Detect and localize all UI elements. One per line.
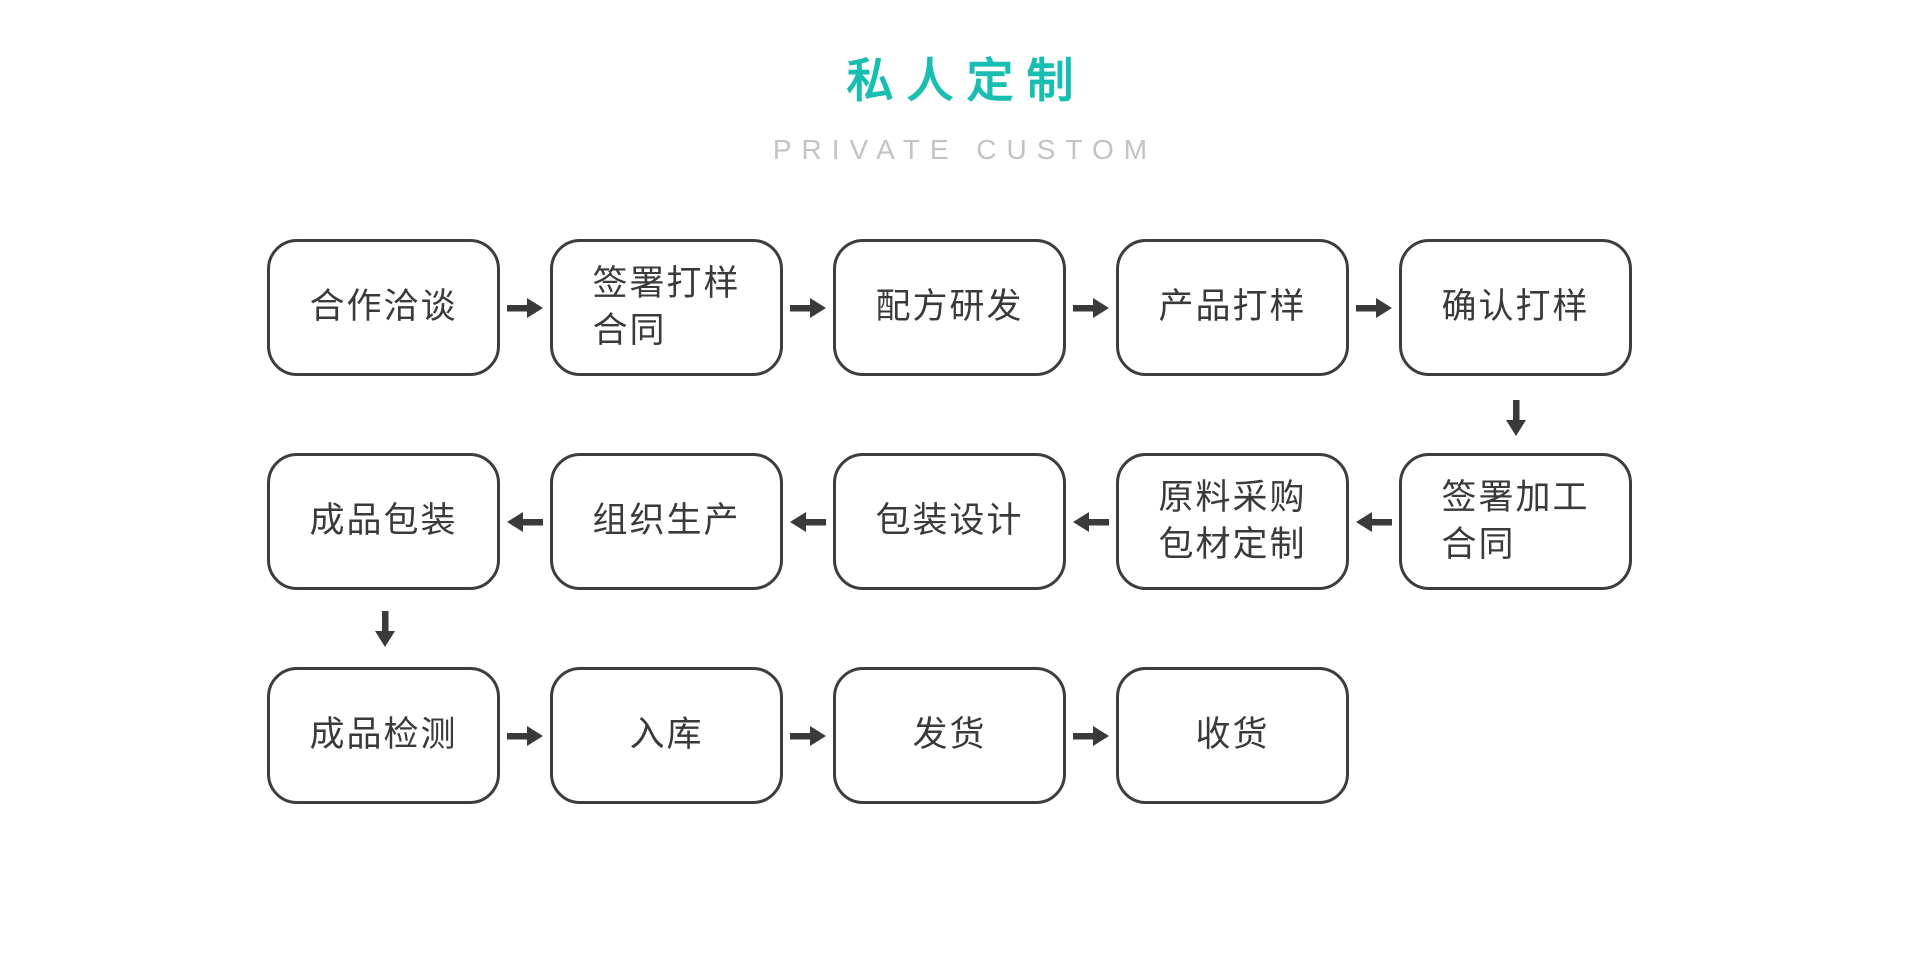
flow-step-label: 产品打样 [1158, 287, 1307, 327]
flow-step-label: 组织生产 [592, 501, 741, 541]
arrow-right-icon [507, 298, 543, 318]
arrow-right-icon [1356, 298, 1392, 318]
flow-step-finished-product-packaging: 成品包装 [267, 453, 500, 590]
flow-step-shipping: 发货 [833, 667, 1066, 804]
flow-step-formula-development: 配方研发 [833, 239, 1066, 376]
flow-step-label: 包装设计 [875, 501, 1024, 541]
diagram-header: 私人定制 PRIVATE CUSTOM [0, 52, 1920, 166]
arrow-right-icon [1073, 726, 1109, 746]
flow-step-label: 收货 [1195, 715, 1270, 755]
flow-step-confirm-sample: 确认打样 [1399, 239, 1632, 376]
flow-step-receiving: 收货 [1116, 667, 1349, 804]
flow-step-label: 确认打样 [1441, 287, 1590, 327]
flow-step-label: 签署打样 合同 [592, 264, 741, 350]
arrow-down-icon [375, 611, 395, 647]
page-subtitle: PRIVATE CUSTOM [772, 134, 1158, 165]
flow-step-label: 签署加工 合同 [1441, 478, 1590, 564]
flow-step-label: 合作洽谈 [309, 287, 458, 327]
flow-step-sign-processing-contract: 签署加工 合同 [1399, 453, 1632, 590]
page-title: 私人定制 [846, 54, 1087, 107]
flow-step-label: 发货 [912, 715, 987, 755]
arrow-left-icon [790, 512, 826, 532]
arrow-down-icon [1506, 400, 1526, 436]
flow-step-label: 配方研发 [875, 287, 1024, 327]
flow-step-label: 入库 [629, 715, 704, 755]
flow-step-cooperation-negotiation: 合作洽谈 [267, 239, 500, 376]
arrow-left-icon [1356, 512, 1392, 532]
arrow-right-icon [1073, 298, 1109, 318]
flow-step-finished-product-inspection: 成品检测 [267, 667, 500, 804]
flow-step-material-procurement-packaging-customization: 原料采购 包材定制 [1116, 453, 1349, 590]
flow-step-sign-sampling-contract: 签署打样 合同 [550, 239, 783, 376]
arrow-left-icon [1073, 512, 1109, 532]
flow-step-label: 原料采购 包材定制 [1158, 478, 1307, 564]
flow-step-packaging-design: 包装设计 [833, 453, 1066, 590]
flow-step-organize-production: 组织生产 [550, 453, 783, 590]
flow-step-product-sampling: 产品打样 [1116, 239, 1349, 376]
arrow-right-icon [790, 298, 826, 318]
flow-step-warehousing: 入库 [550, 667, 783, 804]
arrow-right-icon [790, 726, 826, 746]
arrow-right-icon [507, 726, 543, 746]
flow-step-label: 成品检测 [309, 715, 458, 755]
arrow-left-icon [507, 512, 543, 532]
flow-step-label: 成品包装 [309, 501, 458, 541]
